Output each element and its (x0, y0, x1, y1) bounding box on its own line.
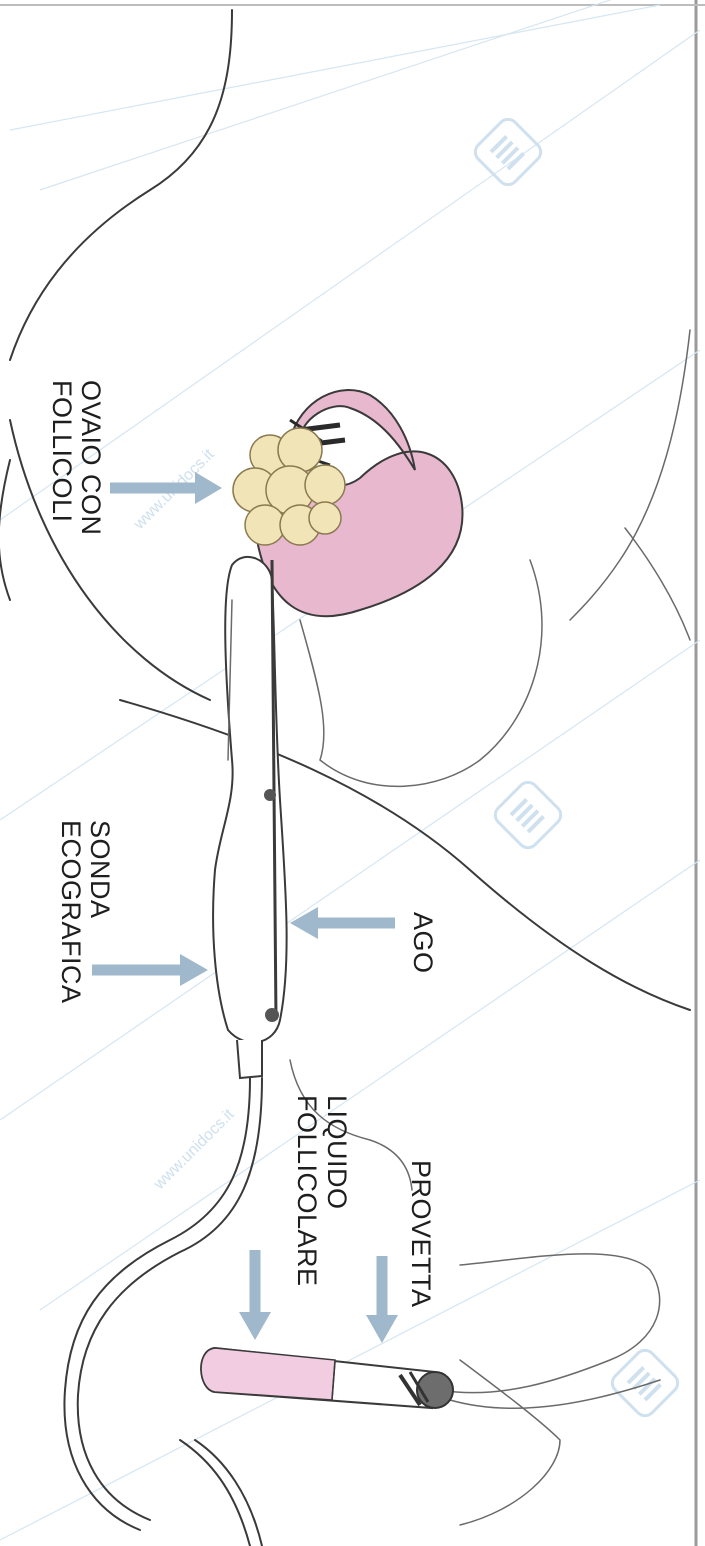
label-ovary-line2: FOLLICOLI (47, 380, 77, 523)
arrow-tube (366, 1256, 398, 1343)
label-needle: AGO (408, 912, 438, 974)
label-tube: PROVETTA (406, 1160, 436, 1308)
arrow-needle (290, 907, 395, 939)
label-probe-line1: SONDA (85, 820, 115, 919)
watermark-logo (471, 115, 682, 1420)
label-probe: SONDA ECOGRAFICA (56, 820, 115, 1004)
arrow-probe (92, 954, 208, 986)
label-ovary: OVAIO CON FOLLICOLI (47, 380, 106, 536)
label-fluid-line2: FOLLICOLARE (292, 1095, 322, 1287)
label-probe-line2: ECOGRAFICA (56, 820, 86, 1004)
arrow-fluid (239, 1250, 271, 1340)
label-fluid-line1: LIQUIDO (322, 1095, 352, 1210)
label-fluid: LIQUIDO FOLLICOLARE (292, 1095, 352, 1287)
label-ovary-line1: OVAIO CON (76, 380, 106, 536)
watermark-text-2: www.unidocs.it (150, 1106, 238, 1194)
tubing (64, 1060, 660, 1546)
ovary-follicles (233, 428, 345, 545)
